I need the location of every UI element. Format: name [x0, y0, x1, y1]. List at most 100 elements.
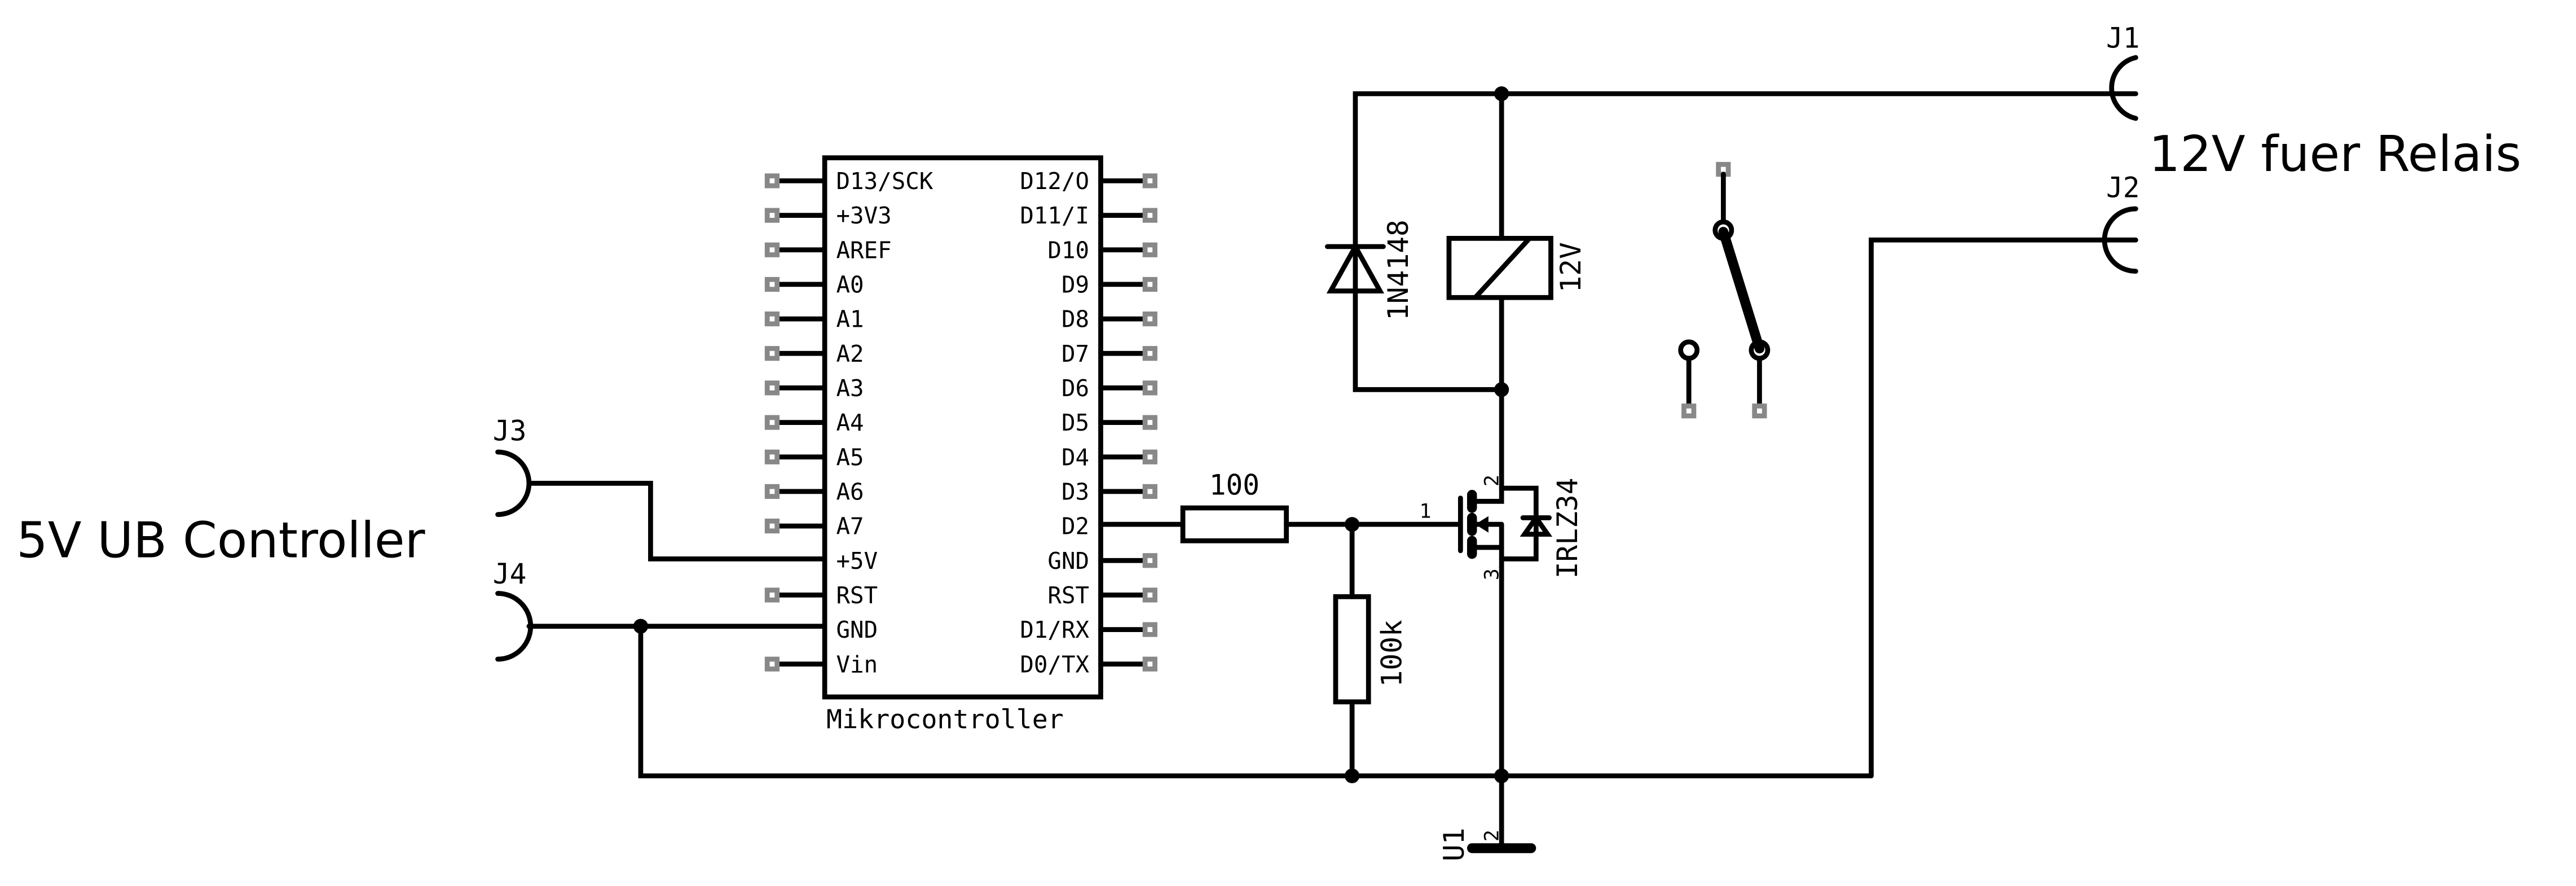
relay-coil: 12V [1446, 236, 1587, 300]
mcu-pin-right: GND [1047, 547, 1157, 574]
junction-dot [1494, 86, 1509, 102]
mcu-pin-left-label: A3 [836, 375, 864, 402]
mcu-pin-right-label: GND [1047, 547, 1089, 574]
mcu-pin-left: A6 [764, 478, 864, 505]
relay-label: 12V [1555, 242, 1587, 292]
mosfet-pin-source: 3 [1481, 568, 1503, 580]
mcu-pin-left: GND [836, 616, 878, 643]
mcu-pin-left: A7 [764, 513, 864, 540]
mcu-pin-left-label: A1 [836, 306, 864, 333]
diode-1n4148: 1N4148 [1325, 220, 1415, 321]
mcu-pin-left: RST [764, 582, 878, 609]
mcu-pin-right: D6 [1062, 375, 1157, 402]
junction-dot [1344, 768, 1360, 783]
connector-j2-label: J2 [2106, 172, 2140, 204]
ground-pin-label: 2 [1481, 830, 1503, 841]
mcu-pin-left: AREF [764, 236, 892, 264]
mcu-pin-right-label: RST [1047, 582, 1089, 609]
mcu-pin-left-label: A2 [836, 340, 864, 367]
mcu-pin-left-label: Vin [836, 651, 878, 678]
mcu-pin-right: D8 [1062, 306, 1157, 333]
resistor-pulldown: 100k [1333, 594, 1408, 705]
junction-dot [633, 619, 649, 634]
mcu-pin-left-label: A0 [836, 271, 864, 298]
mcu-pin-right: D3 [1062, 478, 1157, 505]
mcu-pin-left: Vin [764, 651, 878, 678]
mcu-pin-right-label: D2 [1062, 513, 1089, 540]
relay-switch [1678, 161, 1771, 419]
mcu-pin-right: D11/I [1020, 202, 1157, 229]
mcu-pin-left-label: AREF [836, 236, 892, 264]
mcu-pin-right: D4 [1062, 444, 1157, 471]
mcu-pin-right-label: D4 [1062, 444, 1089, 471]
mcu-pin-right-label: D1/RX [1020, 616, 1089, 643]
mcu-pin-right: D5 [1062, 409, 1157, 436]
mcu-pin-left-label: +5V [836, 547, 878, 574]
mcu-pin-right-label: D9 [1062, 271, 1089, 298]
mcu-pin-right-label: D11/I [1020, 202, 1089, 229]
mosfet-label: IRLZ34 [1551, 477, 1584, 578]
mcu-pin-left-label: RST [836, 582, 878, 609]
mcu-pin-right-label: D6 [1062, 375, 1089, 402]
junction-dot [1494, 382, 1509, 397]
mcu-pin-right: D0/TX [1020, 651, 1157, 678]
connector-j4: J4 [493, 558, 534, 662]
mosfet-irlz34: 1 2 3 IRLZ34 [1420, 474, 1584, 580]
supply-5v-label: 5V UB Controller [16, 511, 425, 569]
mcu-pin-left: A1 [764, 306, 864, 333]
mcu-pin-right-label: D0/TX [1020, 651, 1089, 678]
mcu-pin-left: +5V [836, 547, 878, 574]
resistor-gate: 100 [1180, 469, 1289, 543]
mcu-pin-left-label: GND [836, 616, 878, 643]
mcu-pin-left: +3V3 [764, 202, 892, 229]
ground-symbol: 2 U1 [1438, 828, 1536, 862]
junction-dot [1344, 517, 1360, 532]
mcu-pin-right: D2 [1062, 513, 1089, 540]
mcu-pin-left: A0 [764, 271, 864, 298]
microcontroller-label: Mikrocontroller [826, 704, 1064, 734]
mcu-pin-left: A3 [764, 375, 864, 402]
junctions [633, 86, 1509, 783]
connector-j3: J3 [493, 415, 532, 517]
mcu-pin-left-label: A5 [836, 444, 864, 471]
connector-j2: J2 [2102, 172, 2140, 274]
connector-j1: J1 [2106, 22, 2140, 121]
connector-j3-label: J3 [493, 415, 527, 448]
mcu-pin-right-label: D8 [1062, 306, 1089, 333]
mcu-pin-right: D12/O [1020, 168, 1157, 195]
mcu-pin-right: D10 [1047, 236, 1157, 264]
connector-j1-label: J1 [2106, 22, 2140, 55]
junction-dot [1494, 768, 1509, 783]
resistor-gate-label: 100 [1209, 469, 1260, 502]
microcontroller-body [822, 155, 1103, 700]
mcu-pin-right-label: D7 [1062, 340, 1089, 367]
mcu-pin-right-label: D12/O [1020, 168, 1089, 195]
mcu-pin-left-label: +3V3 [836, 202, 892, 229]
mcu-pin-right-label: D3 [1062, 478, 1089, 505]
mosfet-pin-drain: 2 [1481, 475, 1503, 486]
connector-j4-label: J4 [493, 558, 527, 590]
resistor-pulldown-label: 100k [1375, 620, 1408, 687]
mcu-pin-left-label: A6 [836, 478, 864, 505]
mcu-pin-right: D9 [1062, 271, 1157, 298]
mcu-pin-left: A5 [764, 444, 864, 471]
mcu-pin-left: A4 [764, 409, 864, 436]
mosfet-pin-gate: 1 [1420, 501, 1432, 523]
ground-label: U1 [1438, 828, 1470, 862]
mcu-pin-right: RST [1047, 582, 1157, 609]
supply-12v-label: 12V fuer Relais [2149, 125, 2521, 183]
mcu-pin-left: A2 [764, 340, 864, 367]
mcu-pin-left: D13/SCK [764, 168, 933, 195]
mcu-pin-right: D1/RX [1020, 616, 1157, 643]
mcu-pin-left-label: A7 [836, 513, 864, 540]
mcu-pin-left-label: D13/SCK [836, 168, 933, 195]
diode-label: 1N4148 [1382, 220, 1415, 321]
mcu-pin-right-label: D10 [1047, 236, 1089, 264]
mcu-pin-left-label: A4 [836, 409, 864, 436]
mcu-pin-right-label: D5 [1062, 409, 1089, 436]
wires [526, 91, 2138, 849]
